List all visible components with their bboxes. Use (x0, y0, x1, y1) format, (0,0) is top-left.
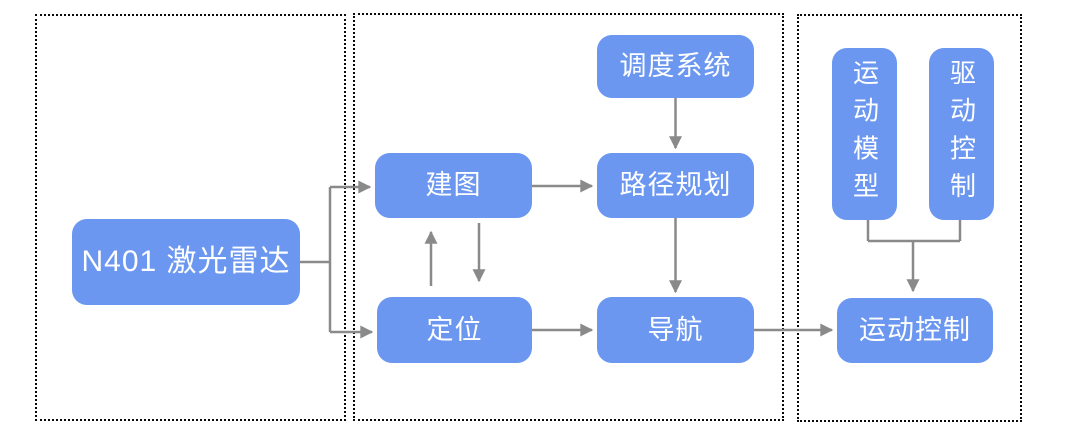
node-drive-control: 驱动控制 (929, 48, 994, 220)
lidar-section-frame (35, 14, 346, 421)
node-motion-model: 运动模型 (832, 48, 897, 220)
node-path-planning: 路径规划 (597, 153, 754, 218)
slam-navigation-section-frame (353, 13, 784, 421)
node-localization: 定位 (377, 297, 532, 363)
node-lidar: N401 激光雷达 (72, 219, 300, 305)
node-mapping: 建图 (375, 153, 532, 218)
node-dispatch-system: 调度系统 (597, 35, 754, 98)
node-navigation: 导航 (597, 297, 754, 363)
motion-section-frame (797, 14, 1022, 422)
node-motion-control: 运动控制 (837, 298, 993, 363)
